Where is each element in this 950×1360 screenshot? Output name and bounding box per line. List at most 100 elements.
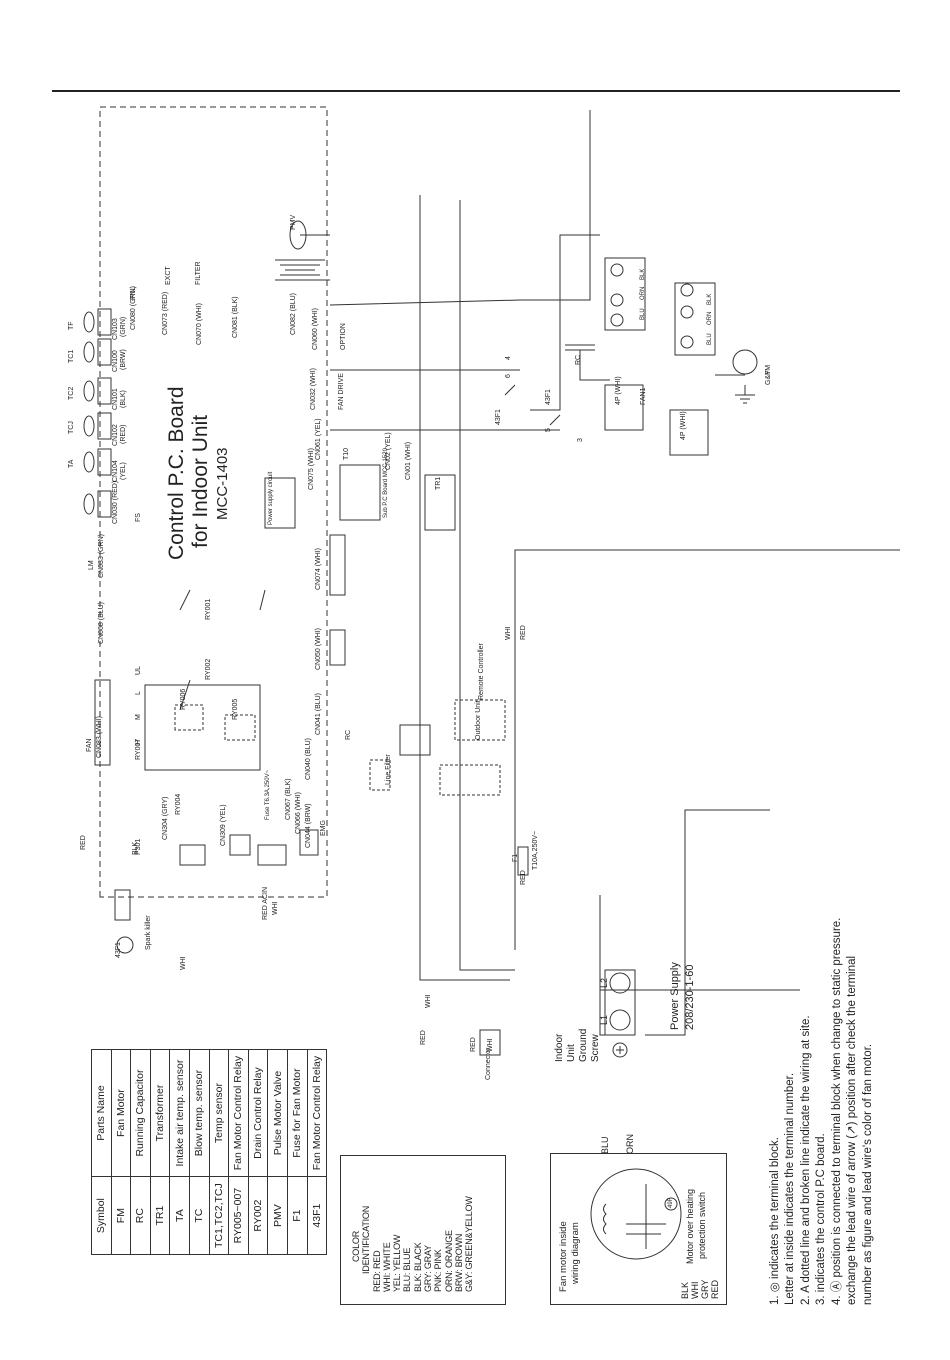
- remote-label: Remote Controller: [478, 643, 485, 700]
- fan-inside-49f: 49F: [668, 1197, 674, 1208]
- relay-43f1-label: 43F1: [115, 942, 122, 958]
- cn304-label: CN304 (GRY): [162, 796, 169, 840]
- cn060-label: CN060 (WHI): [312, 307, 319, 350]
- spark-killer-label: Spark killer: [145, 915, 152, 950]
- sub-board-box: [339, 464, 381, 521]
- ry002-label: RY002: [205, 658, 212, 680]
- terminal-l1: [609, 1009, 631, 1031]
- parts-symbol: 43F1: [307, 1176, 327, 1255]
- connector-wire-red: RED: [470, 1037, 477, 1052]
- parts-name: Temp sensor: [209, 1049, 229, 1177]
- cn081-label: CN081 (BLK): [232, 296, 239, 338]
- fan-inside-gry: GRY: [700, 1279, 710, 1299]
- sensor-label: TCJ: [68, 421, 75, 434]
- cn030-label: CN030 (RED): [112, 480, 119, 524]
- color-item: BLU: BLUE: [402, 1247, 413, 1292]
- speed-h: H: [135, 739, 142, 745]
- lm-label: LM: [88, 560, 95, 570]
- fan-inside-title2: wiring diagram: [570, 1222, 581, 1284]
- sensor-label: TF: [68, 321, 75, 330]
- fan-inside-orn: ORN: [625, 1134, 635, 1154]
- parts-name: Pulse Motor Valve: [267, 1049, 288, 1177]
- speed-l: L: [135, 691, 142, 695]
- connector-wire-whi: WHI: [487, 1038, 494, 1052]
- parts-symbol: TR1: [150, 1176, 170, 1255]
- fan-motor-inside-box: Fan motor inside wiring diagram BLU ORN …: [550, 1134, 727, 1305]
- note-line: Letter at inside indicates the terminal …: [784, 1072, 796, 1305]
- relay-block: [144, 684, 261, 771]
- red-wire-label: RED: [520, 625, 527, 640]
- parts-header-name: Parts Name: [91, 1049, 112, 1177]
- color-identification-box: COLOR IDENTIFICATION RED: RED WHI: WHITE…: [340, 1155, 506, 1305]
- fan-inside-blu: BLU: [600, 1136, 610, 1154]
- cn309-label: CN309 (YEL): [220, 804, 227, 846]
- color-item: BLK: BLACK: [412, 1242, 423, 1292]
- cn032-label: CN032 (WHI): [310, 367, 317, 410]
- cn061-label: CN061 (YEL): [315, 418, 322, 460]
- parts-symbol: TC1,TC2,TCJ: [209, 1176, 229, 1255]
- pmv-label: PMV: [290, 214, 297, 230]
- cn033-label: CN033 (GRN): [98, 534, 105, 578]
- note-line: 1. ◎ indicates the terminal block.: [769, 1137, 781, 1305]
- connector-label: Connector: [485, 1047, 492, 1080]
- note-line: exchange the lead wire of arrow (↗) posi…: [846, 955, 858, 1305]
- color-item: ORN: ORANGE: [443, 1230, 454, 1292]
- parts-name: Transformer: [150, 1049, 170, 1177]
- parts-symbol: TA: [169, 1176, 190, 1255]
- cn073-label: CN073 (RED): [162, 291, 169, 335]
- sensor-cn: CN104: [112, 460, 119, 482]
- fuse-f1-label: F1: [512, 853, 519, 862]
- color-item: BRW: BROWN: [453, 1233, 464, 1292]
- color-item: PNK: PINK: [433, 1249, 444, 1292]
- whi-label: WHI: [272, 901, 279, 915]
- fan-motor-symbol: [732, 349, 758, 375]
- ry004-label: RY004: [175, 793, 182, 815]
- parts-symbol: RY002: [248, 1176, 268, 1255]
- fan-label: FAN: [86, 738, 93, 752]
- ry006-label: RY006: [180, 688, 187, 710]
- fan-protect2: protection switch: [697, 1191, 707, 1259]
- fuse-rating: T10A,250V~: [532, 830, 539, 870]
- red-label: RED: [80, 835, 87, 850]
- whi-wire-label: WHI: [505, 626, 512, 640]
- fan-drive-label: FAN DRIVE: [338, 373, 345, 410]
- board-model: MCC-1403: [214, 447, 231, 520]
- whi-wire-label: WHI: [425, 994, 432, 1008]
- parts-name: Fuse for Fan Motor: [287, 1049, 308, 1177]
- parts-name: Fan Motor: [111, 1049, 131, 1177]
- line-filter-label: Line Filter: [385, 754, 392, 785]
- parts-name: Fan Motor Control Relay: [307, 1049, 327, 1177]
- sensor-color: (RED): [120, 424, 127, 444]
- color-item: GRY: GRAY: [423, 1245, 434, 1292]
- color-item: RED: RED: [371, 1250, 382, 1292]
- parts-name: Drain Control Relay: [248, 1049, 268, 1177]
- cn02-label: CN02 (YEL): [385, 432, 392, 470]
- fuse-f1: [517, 846, 529, 876]
- note-line: number as figure and lead wire's color o…: [862, 1043, 874, 1305]
- sensor-cn: CN101: [112, 388, 119, 410]
- parts-symbol: FM: [111, 1176, 131, 1255]
- power-supply-box: [264, 477, 296, 529]
- parts-name: Intake air temp. sensor: [169, 1049, 190, 1177]
- sensor-color: (GRN): [120, 316, 127, 337]
- red-wire-label: RED: [520, 870, 527, 885]
- filter-label: FILTER: [195, 261, 202, 285]
- cn041-label: CN041 (BLU): [315, 692, 322, 735]
- sensor-thermistors: [83, 308, 112, 518]
- parts-name: Fan Motor Control Relay: [228, 1049, 249, 1177]
- sensor-cn: CN102: [112, 424, 119, 446]
- fan-inside-title1: Fan motor inside: [558, 1221, 569, 1292]
- ry001-label: RY001: [205, 598, 212, 620]
- option-label: OPTION: [340, 323, 347, 350]
- fan-inside-red: RED: [710, 1279, 720, 1299]
